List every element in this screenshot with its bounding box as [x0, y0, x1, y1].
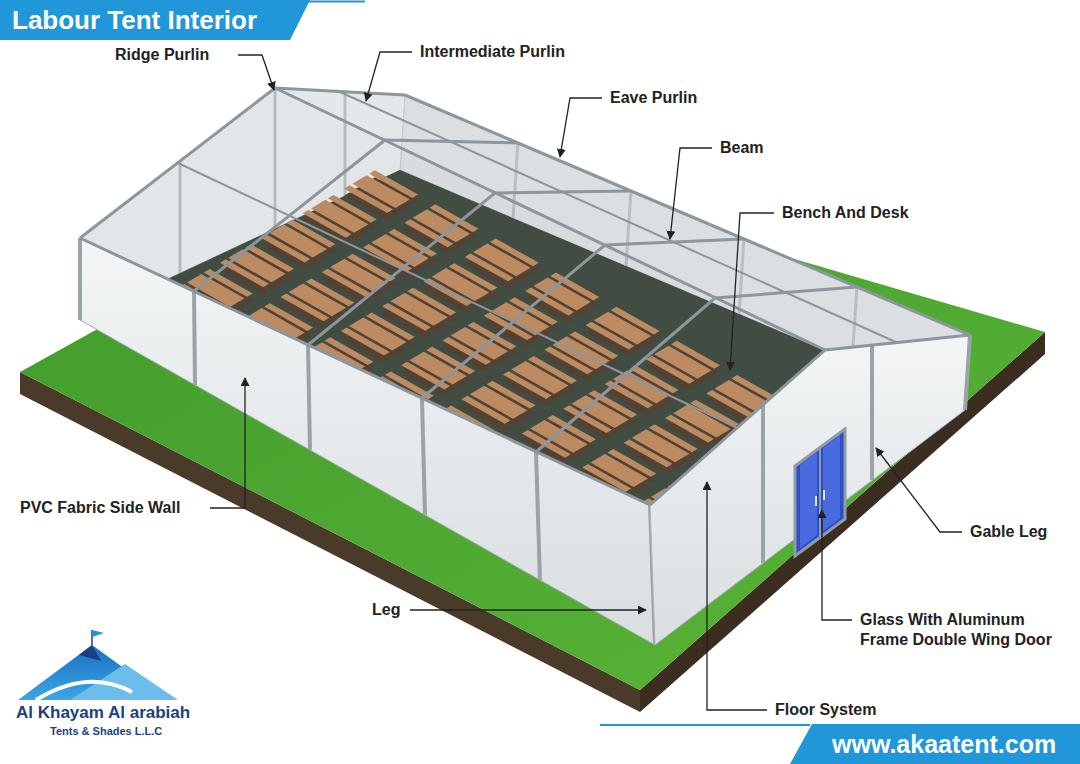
- leader-line: [366, 52, 412, 101]
- leg: [78, 238, 82, 320]
- beam: [536, 287, 857, 452]
- footer-rule: [600, 724, 810, 726]
- leader-line: [238, 55, 274, 90]
- leg: [422, 398, 425, 515]
- logo-swoosh: [36, 682, 132, 700]
- leader-line: [822, 510, 852, 620]
- leader-line: [670, 148, 712, 239]
- beam: [422, 239, 744, 398]
- leader-line: [876, 448, 962, 532]
- near-legs: [80, 238, 655, 645]
- eave-purlin: [80, 238, 650, 505]
- door-handle: [823, 490, 825, 500]
- part-label: Glass With Aluminum Frame Double Wing Do…: [860, 610, 1075, 650]
- roof-frame: [80, 88, 970, 505]
- company-subtitle: Tents & Shades L.L.C: [50, 724, 162, 738]
- door-mullion: [819, 447, 821, 537]
- leg: [194, 291, 195, 385]
- part-label: Intermediate Purlin: [420, 42, 565, 62]
- title-band: [0, 0, 310, 40]
- leg: [308, 345, 310, 450]
- part-label: Eave Purlin: [610, 88, 697, 108]
- logo-peak: [79, 645, 101, 661]
- url-band: www.akaatent.com: [790, 724, 1080, 764]
- part-label: Ridge Purlin: [115, 45, 209, 65]
- part-label: Gable Leg: [970, 522, 1047, 542]
- band-fill: [790, 724, 1080, 764]
- part-label: Bench And Desk: [782, 203, 909, 223]
- leader-line: [560, 98, 602, 157]
- gable-leg: [870, 345, 874, 480]
- gable-leg: [761, 405, 765, 563]
- leader-line: [730, 213, 774, 370]
- leader-lines: [210, 52, 962, 710]
- leader-line: [410, 609, 646, 610]
- leader-line: [210, 378, 245, 508]
- title-text: Labour Tent Interior: [12, 5, 257, 35]
- logo-flag: [92, 630, 104, 637]
- ridge-purlin: [275, 88, 825, 350]
- door-handle: [815, 496, 817, 506]
- beam: [308, 191, 631, 345]
- intermediate-purlin: [178, 163, 738, 428]
- leg: [536, 452, 540, 580]
- door-pane: [800, 452, 817, 548]
- part-label: Beam: [720, 138, 764, 158]
- door-pane: [823, 435, 840, 531]
- glass-door: [795, 429, 845, 556]
- beam: [650, 335, 970, 505]
- gable-leg: [965, 335, 970, 410]
- part-label: PVC Fabric Side Wall: [20, 498, 180, 518]
- pvc-side-wall: [80, 238, 655, 645]
- title-rule: [300, 1, 365, 3]
- gable-legs: [763, 335, 970, 563]
- eave-purlin: [405, 95, 970, 335]
- part-label: Leg: [372, 600, 400, 620]
- leader-line: [707, 482, 767, 710]
- part-label: Floor System: [775, 700, 876, 720]
- url-text: www.akaatent.com: [790, 724, 1080, 764]
- gable-wall: [650, 335, 970, 645]
- company-name: Al Khayam Al arabiah: [16, 703, 190, 723]
